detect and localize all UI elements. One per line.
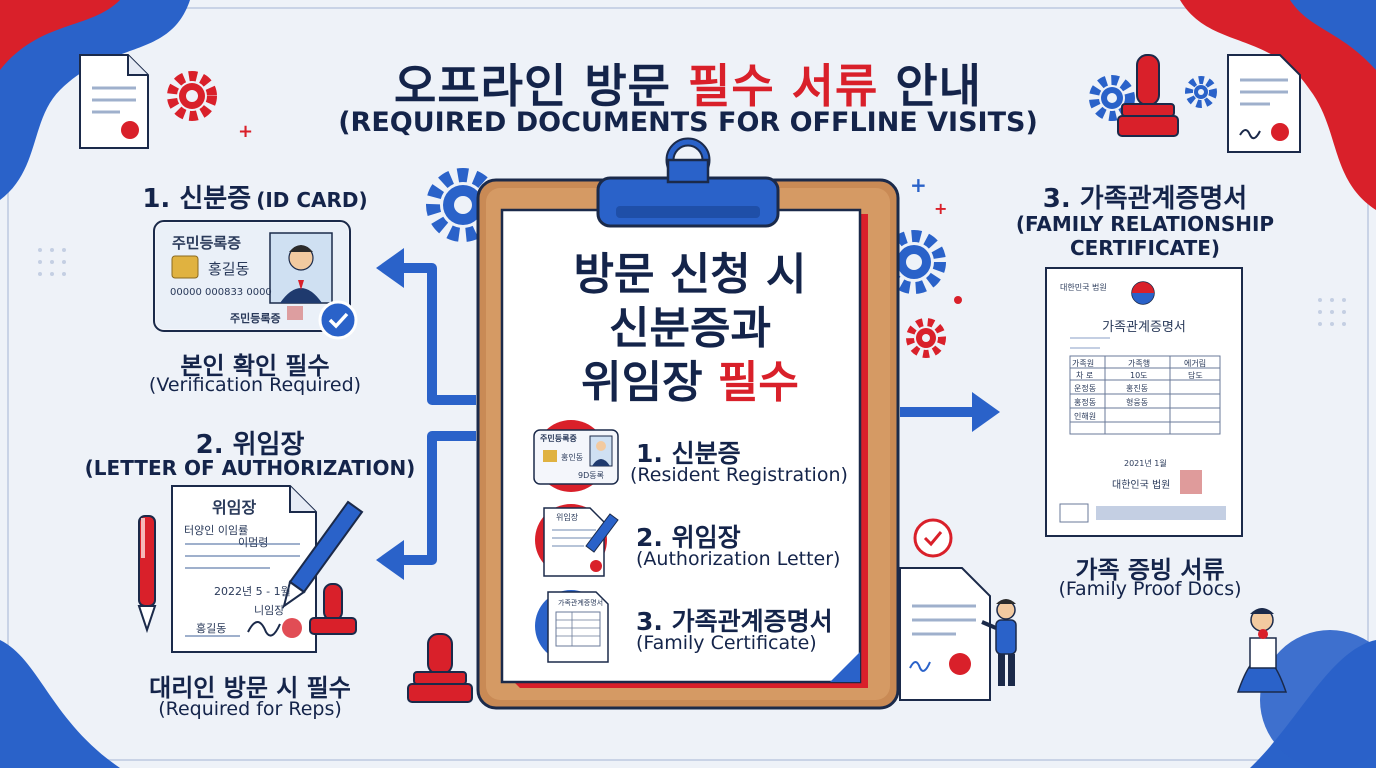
family-caption-en: (Family Proof Docs): [1058, 578, 1242, 600]
family-doc-date: 2021년 1월: [1124, 459, 1167, 468]
letter-doc-name: 홍길동: [196, 622, 227, 635]
corner-shape: [1180, 0, 1376, 210]
clipboard-item-thumb-name: 홍인동: [561, 453, 584, 462]
family-doc-title: 가족관계증명서: [1102, 320, 1186, 335]
person-icon: [981, 599, 1017, 686]
letter-caption-en: (Required for Reps): [158, 698, 342, 720]
letter-caption: 대리인 방문 시 필수: [149, 674, 351, 702]
svg-text:+: +: [910, 173, 927, 197]
id-card-title: 주민등록증: [172, 234, 242, 252]
authorization-letter-image: [171, 485, 317, 653]
id-card-name: 홍길동: [208, 260, 250, 278]
clipboard-item-2: 2. 위임장: [636, 523, 741, 552]
corner-shape: [0, 0, 190, 200]
clipboard-title-line1: 방문 신청 시: [573, 249, 807, 300]
gear-icon: [906, 318, 946, 358]
letter-doc-line2: 이멈령: [238, 536, 269, 549]
gear-icon: [167, 71, 217, 121]
title-highlight: 필수 서류: [688, 59, 879, 113]
family-table-cell: 담도: [1188, 371, 1203, 380]
document-icon: [1227, 54, 1301, 153]
family-table-header-3: 에거림: [1184, 359, 1207, 368]
family-table-cell: 홍정동: [1074, 398, 1097, 407]
corner-shape: [1290, 0, 1376, 70]
family-table-cell: 형웅동: [1126, 398, 1149, 407]
family-table-cell: 홍진동: [1126, 384, 1149, 393]
family-table-cell: 차 로: [1076, 371, 1094, 380]
family-heading-en-1: (FAMILY RELATIONSHIP: [1015, 212, 1275, 236]
corner-shape: [0, 0, 120, 70]
family-doc-issuer: 대한인국 법원: [1112, 480, 1171, 491]
arrow-icon: [972, 392, 1000, 432]
clipboard-item-1-en: (Resident Registration): [630, 464, 848, 486]
document-icon: [79, 54, 149, 149]
check-badge-icon: [913, 518, 953, 558]
title-part2: 안내: [878, 59, 982, 113]
clipboard-item-thumb: [535, 504, 619, 577]
clipboard-title-line3: 위임장 필수: [505, 356, 875, 410]
letter-doc-line1: 터양인 이임률: [184, 524, 249, 537]
family-certificate-image: [1045, 267, 1243, 537]
pen-icon: [282, 500, 364, 609]
document-icon: [899, 567, 991, 701]
page-title: 오프라인 방문 필수 서류 안내: [0, 50, 1376, 116]
clipboard-item-3: 3. 가족관계증명서: [636, 607, 833, 636]
pen-icon: [137, 515, 157, 634]
clipboard-item-thumb-title: 주민등록증: [540, 434, 577, 443]
letter-heading: 2. 위임장: [195, 430, 305, 460]
id-card-heading: 1. 신분증 (ID CARD): [100, 178, 410, 215]
check-badge-icon: [318, 300, 358, 340]
family-table-header-2: 가족행: [1128, 359, 1151, 368]
clipboard-item-thumb: [533, 420, 619, 492]
family-table-cell: 10도: [1130, 371, 1148, 380]
clipboard-title-line3-a: 위임장: [581, 357, 718, 408]
id-card-heading-ko: 1. 신분증: [142, 184, 252, 214]
clipboard-item-thumb-title: 가족관계증명서: [558, 599, 604, 607]
id-card-caption-en: (Verification Required): [148, 374, 362, 396]
letter-doc-title: 위임장: [212, 498, 257, 517]
stamp-icon: [309, 583, 357, 635]
person-icon: [1236, 608, 1288, 693]
gear-icon: [1089, 75, 1135, 121]
clipboard-item-thumb: [535, 590, 609, 663]
letter-doc-sign-label: 니임장: [254, 604, 285, 617]
letter-heading-en: (LETTER OF AUTHORIZATION): [84, 456, 416, 480]
family-caption: 가족 증빙 서류: [1075, 556, 1225, 584]
letter-doc-date: 2022년 5 - 1월: [214, 585, 291, 598]
corner-shape: [0, 640, 120, 768]
family-table-header-1: 가족원: [1072, 359, 1095, 368]
clipboard-item-2-en: (Authorization Letter): [636, 548, 841, 570]
arrow-icon: [376, 540, 404, 580]
title-part1: 오프라인 방문: [394, 59, 688, 113]
family-doc-court: 대한민국 법원: [1060, 283, 1107, 292]
id-card-image: [153, 220, 358, 340]
clipboard-item-1: 1. 신분증: [636, 439, 741, 468]
family-heading-en-2: CERTIFICATE): [1069, 236, 1221, 260]
family-heading: 3. 가족관계증명서: [1042, 184, 1248, 214]
id-card-footer: 주민등록증: [230, 312, 281, 325]
svg-text:+: +: [934, 199, 947, 218]
family-table-cell: 운정동: [1074, 384, 1097, 393]
svg-text:+: +: [238, 121, 253, 142]
family-table-cell: 인해원: [1074, 412, 1097, 421]
id-card-heading-en: (ID CARD): [256, 188, 368, 212]
stamp-icon: [1117, 54, 1179, 137]
clipboard-title-highlight: 필수: [717, 357, 799, 408]
gear-icon: [1185, 76, 1217, 108]
stamp-icon: [407, 633, 473, 703]
clipboard-title-line2: 신분증과: [609, 303, 771, 354]
clipboard-item-thumb-footer: 9D동록: [578, 471, 604, 480]
id-card-caption: 본인 확인 필수: [180, 352, 330, 380]
id-card-number: 00000 000833 0000: [170, 287, 272, 298]
arrow-icon: [376, 248, 404, 288]
clipboard-item-thumb-title: 위임장: [556, 513, 579, 522]
clipboard-item-3-en: (Family Certificate): [636, 632, 817, 654]
dot-pattern: [38, 248, 1346, 326]
page-subtitle: (REQUIRED DOCUMENTS FOR OFFLINE VISITS): [338, 107, 1038, 138]
arrow-icon: [398, 263, 476, 565]
